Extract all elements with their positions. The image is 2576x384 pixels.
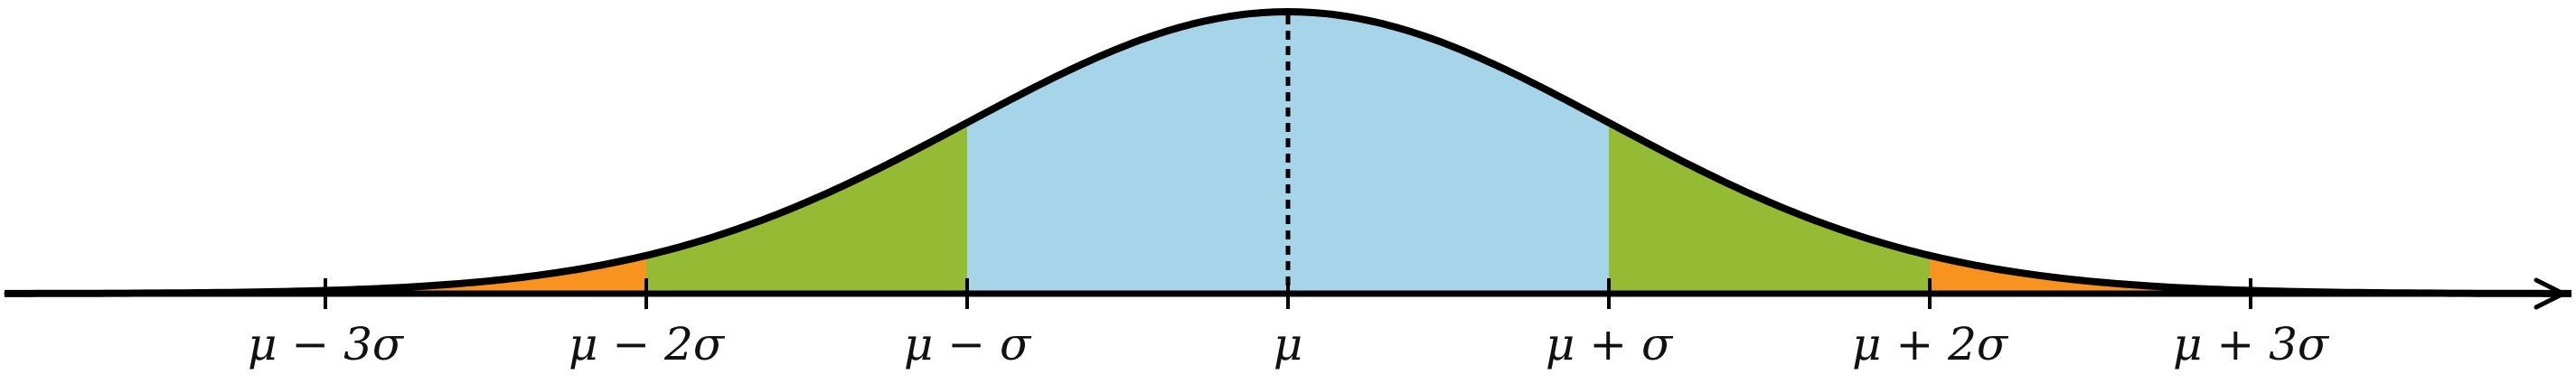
tick-labels: μ − 3σ μ − 2σ μ − σ μ μ + σ μ + 2σ μ + 3… — [248, 318, 2330, 370]
tick-label-mu-minus-3-sigma: μ − 3σ — [248, 318, 405, 370]
bell-curve — [5, 8, 2571, 297]
tick-label-mu-plus-2-sigma: μ + 2σ — [1852, 318, 2009, 370]
region-minus1-plus1 — [967, 12, 1609, 294]
region-plus2-plus3 — [1930, 255, 2251, 294]
tick-label-mu-minus-2-sigma: μ − 2σ — [569, 318, 726, 370]
axis-arrowhead-icon — [2534, 277, 2569, 310]
tick-label-mu-plus-sigma: μ + σ — [1546, 318, 1674, 370]
tick-label-mu-plus-3-sigma: μ + 3σ — [2173, 318, 2330, 370]
tick-marks — [324, 278, 2252, 309]
tick-label-mu: μ — [1274, 318, 1303, 370]
region-minus3-minus2 — [325, 255, 646, 294]
tick-label-mu-minus-sigma: μ − σ — [904, 318, 1032, 370]
